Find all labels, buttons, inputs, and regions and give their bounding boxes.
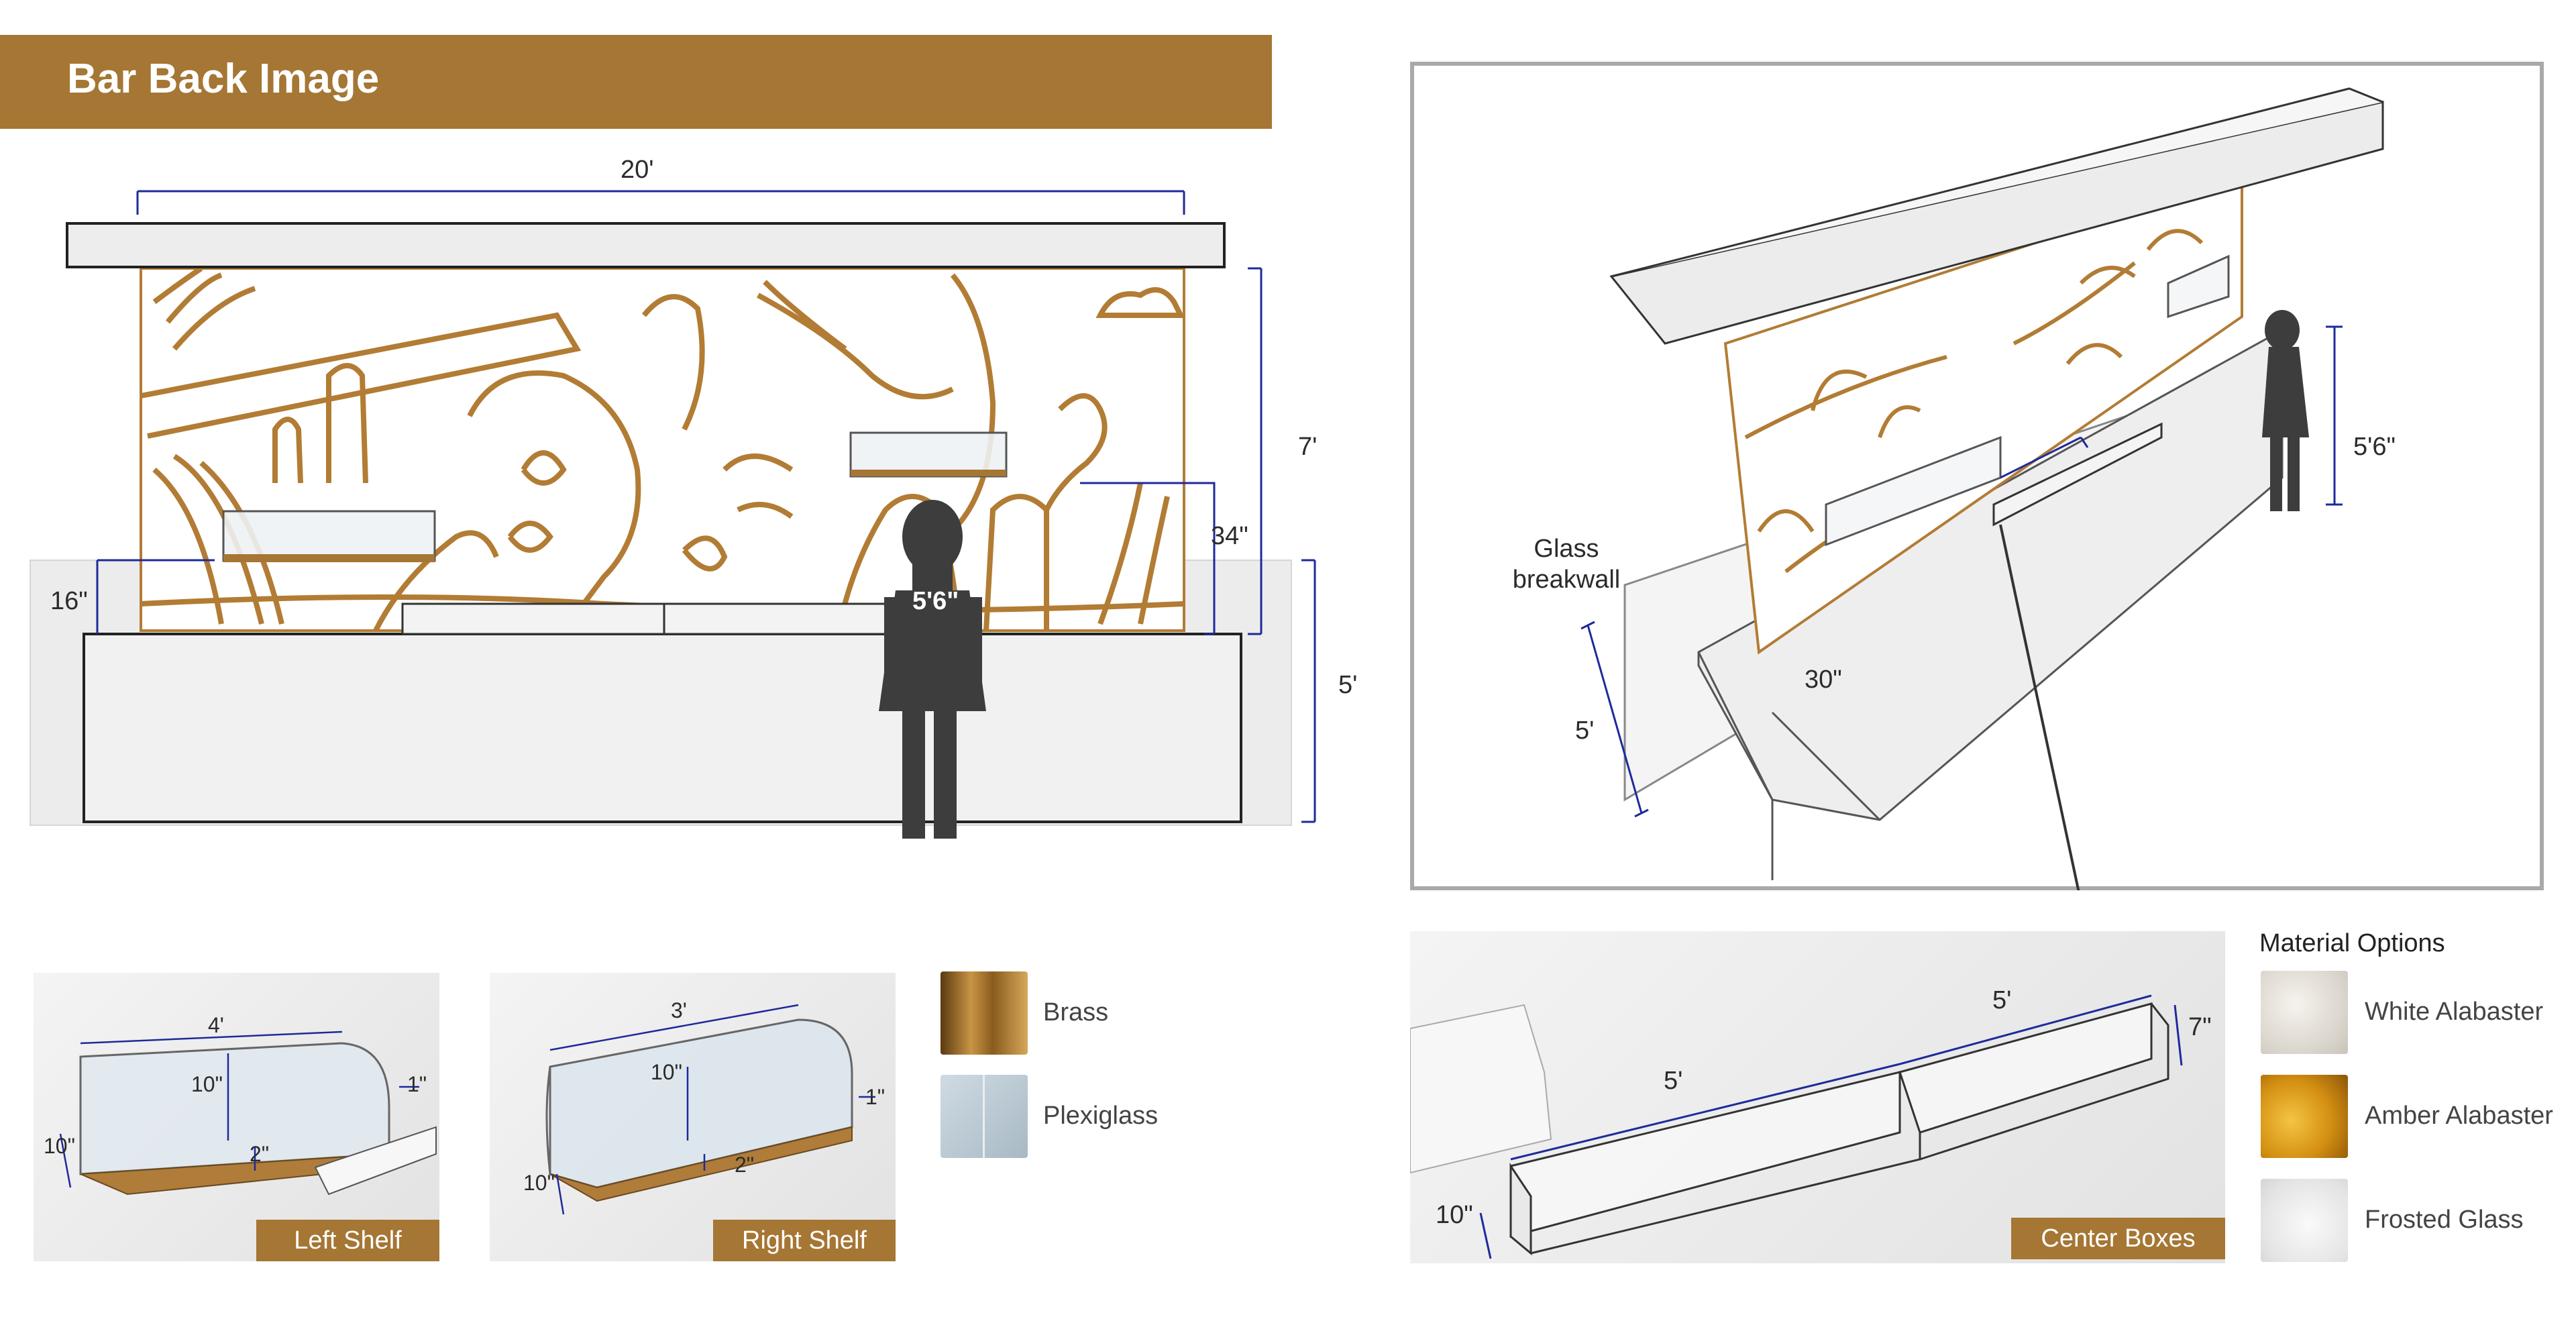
right-shelf-height: 10" <box>651 1060 682 1084</box>
dim-counter-height: 5' <box>1338 671 1358 699</box>
brass-label: Brass <box>1043 998 1109 1026</box>
brass-panel <box>140 267 1185 632</box>
left-shelf-base: 2" <box>250 1142 270 1166</box>
material-options-title: Material Options <box>2259 929 2445 957</box>
person-silhouette <box>879 500 986 839</box>
right-shelf-thickness: 1" <box>865 1085 885 1109</box>
amber-alabaster-swatch <box>2261 1075 2348 1158</box>
label-wall-height: 5' <box>1575 717 1595 745</box>
front-counter <box>83 633 1242 823</box>
center-boxes-caption: Center Boxes <box>2011 1218 2225 1259</box>
left-shelf-length: 4' <box>208 1013 224 1037</box>
dimension-lines <box>96 190 1316 823</box>
perspective-right-shelf <box>2167 254 2230 319</box>
label-depth: 30" <box>1805 666 1842 694</box>
center-box-right-length: 5' <box>1992 986 2012 1014</box>
left-shelf-thickness: 1" <box>407 1072 427 1096</box>
label-perspective-person: 5'6" <box>2353 433 2396 461</box>
perspective-drawing <box>1580 87 2384 890</box>
center-box-right <box>663 602 920 635</box>
perspective-center-boxes <box>1992 422 2163 527</box>
perspective-artwork <box>1744 229 2204 574</box>
center-box-left-length: 5' <box>1664 1067 1683 1095</box>
amber-alabaster-label: Amber Alabaster <box>2365 1102 2553 1130</box>
center-box-left <box>401 602 665 635</box>
white-alabaster-swatch <box>2261 971 2348 1054</box>
center-box-b <box>1898 1002 2153 1134</box>
left-shelf-box <box>222 510 436 562</box>
dim-height: 7' <box>1298 433 1318 461</box>
right-shelf-drawing <box>545 1004 875 1215</box>
brass-swatch <box>941 971 1028 1055</box>
left-shelf-caption: Left Shelf <box>256 1220 439 1261</box>
perspective-canopy <box>1609 101 2384 345</box>
frosted-glass-swatch <box>2261 1179 2348 1262</box>
center-box-height: 7" <box>2188 1013 2212 1041</box>
frosted-glass-label: Frosted Glass <box>2365 1206 2524 1234</box>
label-breakwall: Glass breakwall <box>1512 535 1621 594</box>
title-bar: Bar Back Image <box>0 35 1272 129</box>
front-elevation-drawing <box>30 190 1316 839</box>
right-shelf-depth: 10" <box>523 1171 555 1195</box>
center-box-depth: 10" <box>1436 1201 1473 1229</box>
perspective-dims <box>1580 325 2343 818</box>
right-shelf-base <box>851 470 1006 476</box>
right-shelf-length: 3' <box>671 998 687 1022</box>
left-shelf-depth: 10" <box>44 1134 75 1158</box>
left-shelf-base <box>223 554 435 562</box>
plexiglass-swatch <box>941 1075 1028 1158</box>
left-shelf-drawing <box>59 1031 437 1196</box>
dim-side-height: 16" <box>50 587 88 615</box>
leader-line <box>1999 524 2080 890</box>
perspective-person <box>2262 310 2309 511</box>
plexiglass-label: Plexiglass <box>1043 1102 1159 1130</box>
center-boxes-drawing <box>1410 994 2183 1259</box>
right-shelf-base: 2" <box>735 1153 755 1177</box>
left-shelf-height: 10" <box>191 1072 223 1096</box>
page-title: Bar Back Image <box>67 56 380 102</box>
white-alabaster-label: White Alabaster <box>2365 998 2544 1026</box>
dim-width: 20' <box>621 156 654 184</box>
right-shelf-caption: Right Shelf <box>713 1220 896 1261</box>
dim-person: 5'6" <box>912 587 959 615</box>
dim-shelf-height: 34" <box>1211 522 1248 550</box>
top-canopy <box>66 222 1226 268</box>
